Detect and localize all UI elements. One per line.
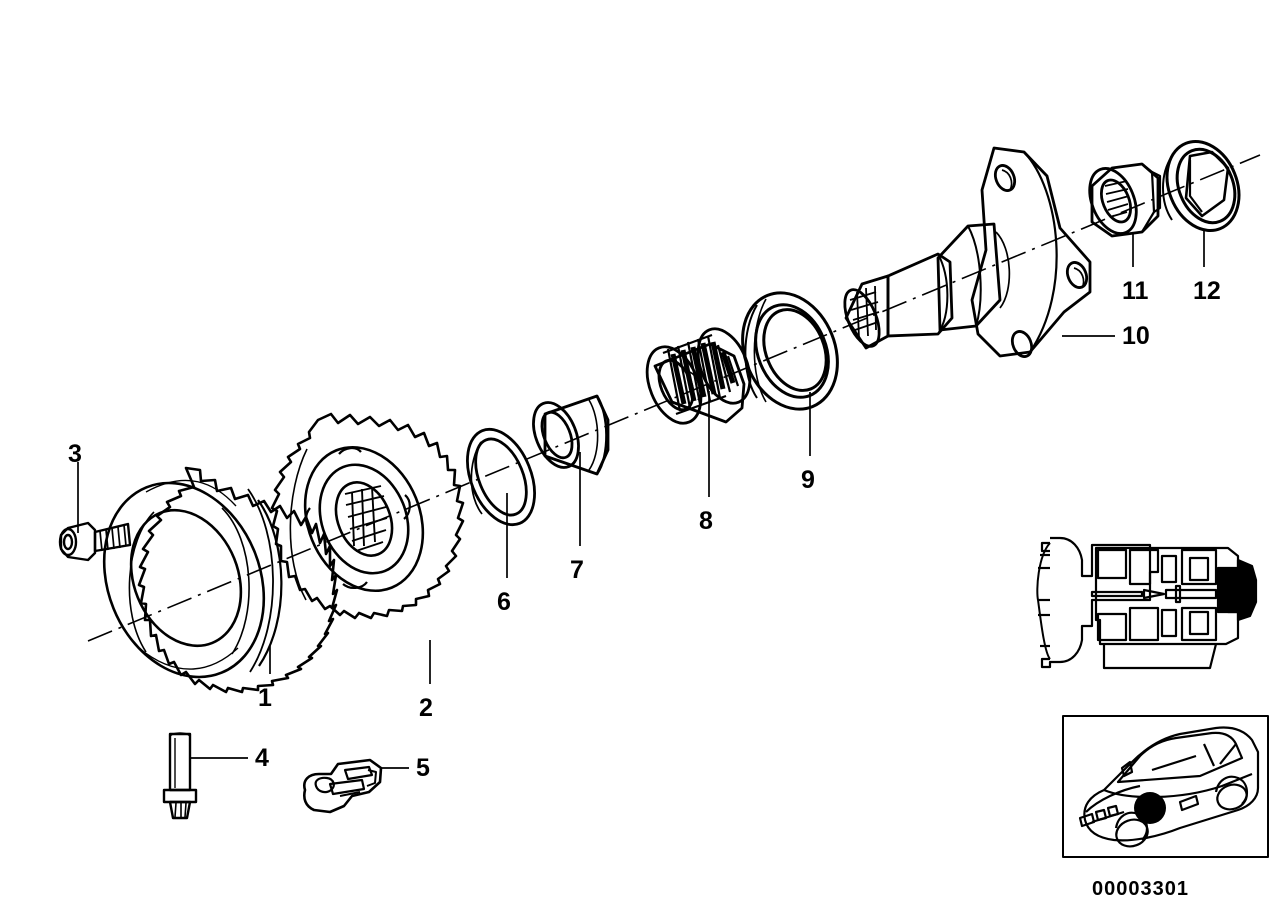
callout-12[interactable]: 12 [1193, 277, 1221, 305]
callout-8[interactable]: 8 [699, 507, 713, 535]
callout-9[interactable]: 9 [801, 466, 815, 494]
part-6-thrust-washer-ring [466, 427, 536, 527]
part-10-output-flange [843, 146, 1092, 358]
part-4-dowel-pin [162, 732, 198, 820]
callout-11[interactable]: 11 [1122, 277, 1149, 305]
part-3-socket-head-cap-screw [58, 521, 132, 562]
diagram-code: 00003301 [1092, 878, 1189, 900]
part-1-parking-lock-gear-ring [102, 466, 339, 694]
part-11-collar-nut [1088, 162, 1162, 238]
location-marker-dot [1134, 792, 1166, 824]
transmission-cross-section-inset [1036, 536, 1258, 670]
callout-3[interactable]: 3 [68, 440, 82, 468]
part-2-parking-lock-gear-splined [270, 412, 465, 620]
callout-6[interactable]: 6 [497, 588, 511, 616]
callout-10[interactable]: 10 [1122, 322, 1150, 350]
callout-7[interactable]: 7 [570, 556, 584, 584]
part-12-hex-recess-cap-washer [1162, 139, 1241, 233]
part-9-radial-shaft-seal [741, 291, 839, 411]
callout-5[interactable]: 5 [416, 754, 430, 782]
callout-leader-lines [77, 230, 1205, 769]
part-5-detent-bracket-clip [302, 758, 383, 814]
part-7-bushing-sleeve [532, 394, 610, 476]
assembly-centerline [87, 154, 1261, 642]
callout-4[interactable]: 4 [255, 744, 269, 772]
vehicle-location-inset [1062, 715, 1269, 858]
part-8-needle-roller-bearing [645, 327, 752, 425]
callout-2[interactable]: 2 [419, 694, 433, 722]
callout-1[interactable]: 1 [258, 684, 272, 712]
